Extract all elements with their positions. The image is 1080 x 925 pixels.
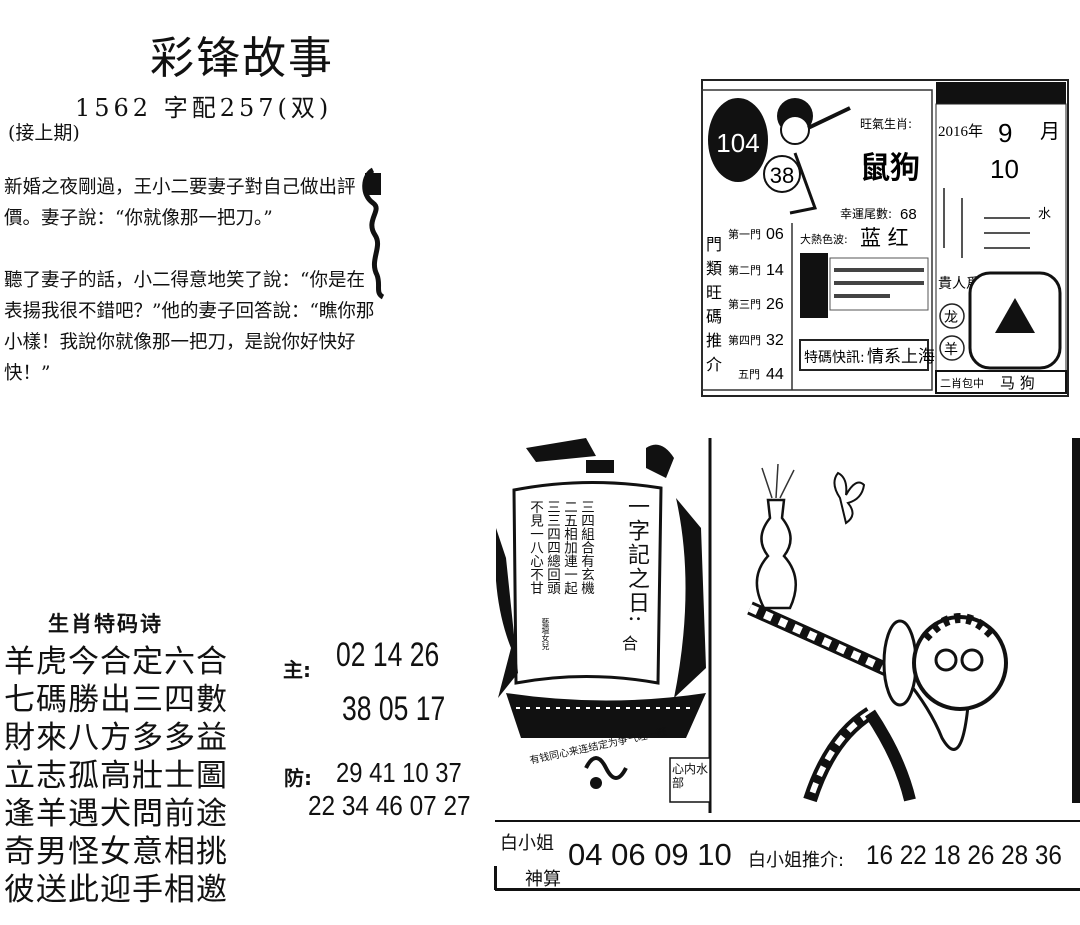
noble-animal-1: 龙 — [944, 310, 958, 326]
story-continued: (接上期) — [8, 122, 80, 144]
ink-decoration-icon — [362, 167, 385, 300]
calendar-header — [936, 82, 1066, 104]
door-value: 44 — [766, 366, 784, 383]
door-title-char: 門 — [706, 235, 722, 254]
snake-head-icon — [912, 613, 1008, 711]
lottery-card: 104 38 旺氣生肖: 鼠狗 幸運尾數: 68 大熱色波: 蓝 红 門 類 旺… — [701, 79, 1069, 397]
door-value: 32 — [766, 332, 784, 349]
poem-line: 彼送此迎手相邀 — [4, 872, 228, 908]
scroll-side-tag: 心内水部 — [672, 762, 709, 790]
head-count-label: 幸運尾數: — [840, 207, 892, 221]
bai-label: 白小姐 — [500, 833, 554, 854]
door-title-char: 類 — [706, 259, 722, 278]
story-paragraph-2: 聽了妻子的話，小二得意地笑了說：“你是在表揚我很不錯吧？”他的妻子回答說：“瞧你… — [4, 270, 375, 384]
footer-label: 二肖包中 — [940, 376, 984, 390]
door-value: 06 — [766, 226, 784, 243]
scroll-signature: 藝壇女兒 — [541, 618, 550, 650]
zodiac-value: 鼠狗 — [860, 151, 920, 186]
poem-line: 財來八方多多益 — [4, 720, 228, 756]
door-label: 五門 — [738, 368, 760, 381]
door-title-char: 旺 — [706, 283, 722, 302]
scroll-heading: 一字記之日: — [624, 495, 649, 625]
story-subtitle: 1562 字配257(双) — [75, 94, 333, 122]
calendar-element: 水 — [1038, 207, 1051, 222]
bottom-bar-left-rule — [494, 866, 497, 890]
main-label: 主: — [283, 658, 311, 682]
badge-number: 104 — [716, 128, 759, 158]
scroll-heading-char: 合 — [622, 634, 639, 653]
poem-line: 逢羊遇犬問前途 — [4, 796, 228, 832]
story-title: 彩锋故事 — [150, 33, 334, 84]
door-label: 第四門 — [728, 333, 761, 347]
snake-illustration — [747, 438, 1080, 803]
recommend-label: 白小姐推介: — [748, 850, 845, 871]
color-label: 大熱色波: — [800, 232, 848, 246]
story-paragraph-1: 新婚之夜剛過，王小二要妻子對自己做出評價。妻子說：“你就像那一把刀。” — [4, 177, 356, 229]
door-label: 第三門 — [728, 297, 761, 311]
calendar-year: 2016年 — [938, 123, 983, 140]
color-value: 蓝 红 — [860, 226, 909, 250]
poem-line: 羊虎今合定六合 — [4, 644, 228, 680]
door-value: 26 — [766, 296, 784, 313]
scroll-sail — [512, 480, 663, 685]
door-label: 第二門 — [728, 263, 761, 277]
main-row-2: 38 05 17 — [342, 690, 446, 728]
scroll-line: 三四組合有玄機 — [578, 500, 594, 595]
butterfly-icon — [833, 471, 866, 525]
poem-line: 立志孤高壯士圖 — [4, 758, 228, 794]
poem-line: 奇男怪女意相挑 — [4, 834, 228, 870]
bottom-bar-top-rule — [495, 820, 1080, 822]
calendar-month-unit: 月 — [1040, 119, 1060, 143]
noble-animal-2: 羊 — [944, 342, 958, 358]
door-title-char: 推 — [706, 331, 722, 350]
ball-circle — [763, 155, 801, 193]
footer-value: 马 狗 — [1000, 374, 1035, 392]
ball-number: 38 — [770, 163, 794, 188]
door-label: 第一門 — [728, 227, 761, 241]
guard-row-1: 29 41 10 37 — [336, 757, 462, 788]
scroll-line: 不見一八心不甘 — [527, 500, 543, 595]
shensuan-label: 神算 — [525, 869, 561, 890]
head-count-value: 68 — [900, 206, 917, 223]
poem-line: 七碼勝出三四數 — [4, 682, 228, 718]
poem-body: 羊虎今合定六合 七碼勝出三四數 財來八方多多益 立志孤高壯士圖 逢羊遇犬問前途 … — [4, 643, 228, 909]
calendar-day: 10 — [990, 154, 1019, 184]
zodiac-label: 旺氣生肖: — [860, 117, 912, 131]
door-title-char: 碼 — [706, 307, 722, 326]
flash-value: 情系上海 — [867, 347, 935, 367]
bai-numbers: 04 06 09 10 — [568, 837, 732, 872]
scroll-line: 三三四四總回頭 — [544, 500, 560, 595]
calendar-month: 9 — [998, 118, 1012, 148]
ship-scroll-illustration — [496, 438, 718, 813]
scroll-poem: 三四組合有玄機 二五相加連一起 三三四四總回頭 不見一八心不甘 — [526, 500, 594, 610]
bottom-bar-bottom-rule — [495, 888, 1080, 891]
guard-row-2: 22 34 46 07 27 — [308, 790, 471, 821]
door-title-char: 介 — [706, 355, 722, 374]
poem-title: 生肖特码诗 — [48, 612, 163, 636]
gourd-icon — [755, 463, 797, 610]
main-row-1: 02 14 26 — [336, 636, 440, 674]
recommend-numbers: 16 22 18 26 28 36 — [866, 840, 1062, 870]
door-value: 14 — [766, 262, 784, 279]
badge-circle — [708, 98, 768, 182]
guard-label: 防: — [284, 766, 312, 790]
scroll-line: 二五相加連一起 — [561, 500, 577, 595]
flash-label: 特碼快訊: — [804, 350, 865, 366]
